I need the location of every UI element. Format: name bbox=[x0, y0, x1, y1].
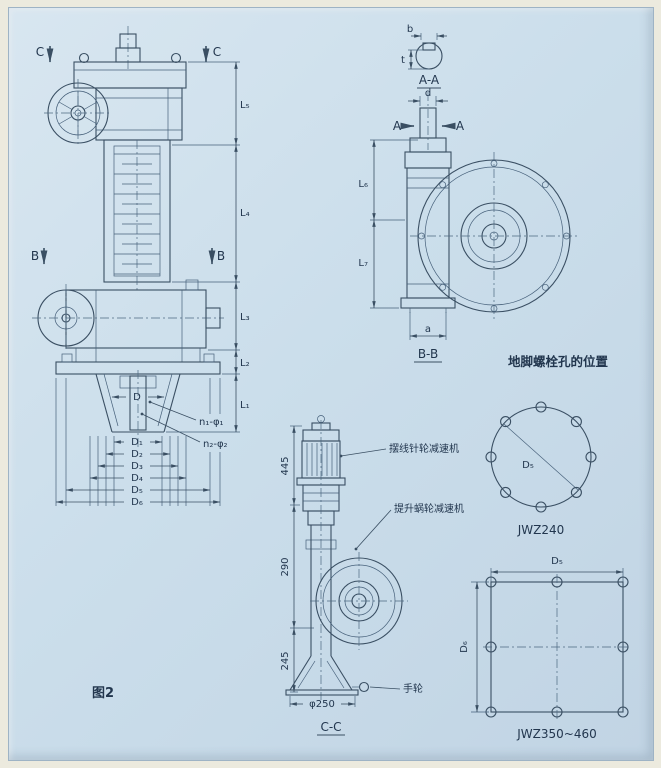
dim-b-label: b bbox=[407, 24, 413, 35]
base-diameter-dims: D₁ D₂ D₃ D₄ D₅ D₆ bbox=[55, 378, 221, 508]
view-b-b: d A A bbox=[358, 88, 580, 363]
dim-445: 445 bbox=[280, 456, 291, 475]
detail-a-a: b t A-A bbox=[401, 24, 447, 89]
section-a-left-label: A bbox=[393, 119, 402, 133]
dim-l4: L₄ bbox=[240, 208, 250, 219]
worm-gearbox-front bbox=[32, 279, 224, 352]
dim-t-label: t bbox=[401, 55, 405, 66]
dim-245: 245 bbox=[280, 651, 291, 670]
view-c-c: 445 290 245 bbox=[280, 415, 464, 736]
cycloid-reducer-face bbox=[44, 79, 112, 147]
section-b-right-label: B bbox=[217, 249, 225, 263]
bolt-note-1: n₁-φ₁ bbox=[199, 417, 224, 428]
worm-wheel-housing-circle bbox=[410, 152, 580, 320]
section-b-left-label: B bbox=[31, 249, 39, 263]
anchor-bolt-heading: 地脚螺栓孔的位置 bbox=[508, 354, 609, 369]
section-c-right-label: C bbox=[213, 45, 221, 59]
dim-l1: L₁ bbox=[240, 400, 250, 411]
worm-housing-cc bbox=[310, 552, 408, 650]
section-a-right-label: A bbox=[456, 119, 465, 133]
dim-290: 290 bbox=[280, 557, 291, 576]
anchor-circle-jwz240: D₅ JWZ240 bbox=[485, 401, 597, 537]
bolt-note-2: n₂-φ₂ bbox=[203, 439, 228, 450]
view-cc-title: C-C bbox=[320, 720, 341, 734]
view-bb-title: B-B bbox=[418, 347, 438, 361]
funnel-dim-label: D bbox=[133, 392, 141, 403]
dim-l7: L₇ bbox=[358, 258, 368, 269]
dim-d6: D₆ bbox=[131, 497, 143, 508]
dim-phi250: φ250 bbox=[309, 699, 335, 710]
callout-handwheel: 手轮 bbox=[403, 682, 423, 695]
dim-d3: D₃ bbox=[131, 461, 143, 472]
circle-dim-d5: D₅ bbox=[522, 460, 534, 471]
square-dim-d5: D₅ bbox=[551, 556, 563, 567]
dim-d2: D₂ bbox=[131, 449, 143, 460]
dim-l2: L₂ bbox=[240, 358, 250, 369]
graduated-column bbox=[103, 139, 171, 290]
figure-caption: 图2 bbox=[92, 686, 114, 701]
dim-d5: D₅ bbox=[131, 485, 143, 496]
anchor-square-jwz350-460: D₅ D₆ JWZ350~460 bbox=[459, 556, 631, 741]
dim-d1: D₁ bbox=[131, 437, 143, 448]
callout-worm-reducer: 提升蜗轮减速机 bbox=[394, 502, 464, 515]
front-view-right-dim-chain: L₅ L₄ L₃ L₂ L₁ bbox=[166, 61, 250, 433]
square-dim-d6: D₆ bbox=[459, 641, 470, 653]
dim-l6: L₆ bbox=[358, 179, 368, 190]
dim-l5: L₅ bbox=[240, 100, 250, 111]
funnel-outlet bbox=[95, 370, 181, 448]
dim-d4: D₄ bbox=[131, 473, 143, 484]
dim-d-label: d bbox=[425, 88, 431, 99]
detail-aa-title: A-A bbox=[419, 73, 440, 87]
section-c-left-label: C bbox=[36, 45, 44, 59]
jwz350-caption: JWZ350~460 bbox=[516, 727, 597, 741]
callout-cycloid-reducer: 摆线针轮减速机 bbox=[389, 442, 459, 455]
main-assembly-front-view: C C bbox=[31, 26, 250, 701]
jwz240-caption: JWZ240 bbox=[517, 523, 565, 537]
dim-a-label: a bbox=[425, 324, 431, 335]
bell-base bbox=[285, 655, 370, 696]
dim-l3: L₃ bbox=[240, 312, 250, 323]
